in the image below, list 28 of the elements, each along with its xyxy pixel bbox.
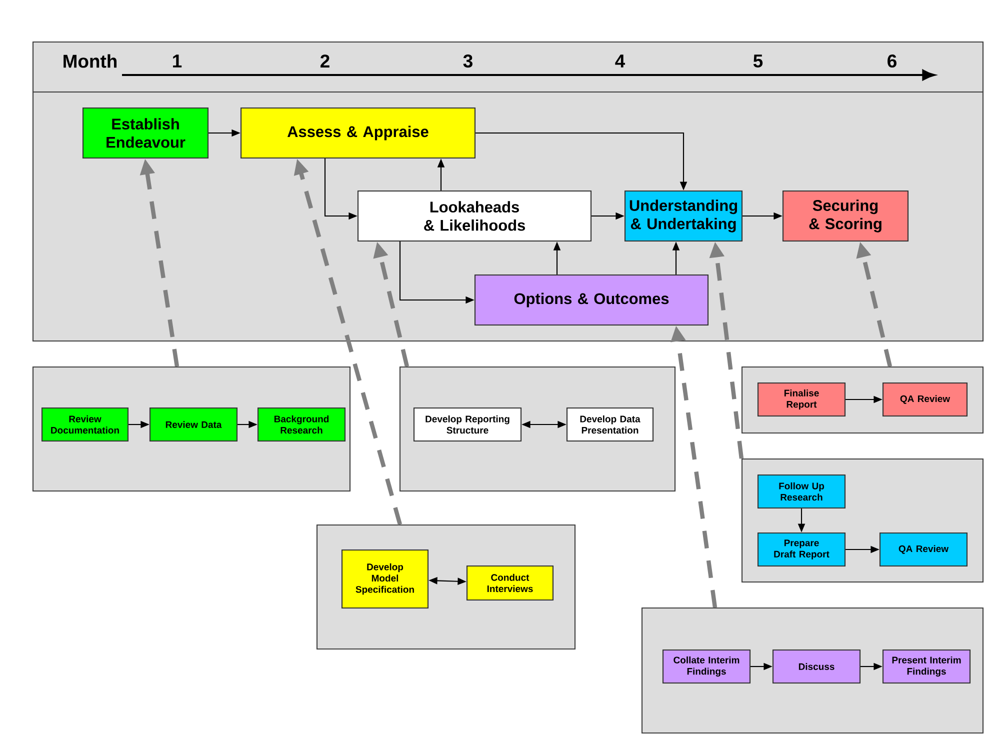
task-box: QA Review bbox=[882, 382, 968, 417]
task-box: Collate Interim Findings bbox=[662, 649, 751, 684]
task-box: Develop Model Specification bbox=[341, 549, 429, 609]
task-box: Background Research bbox=[257, 407, 346, 442]
task-box: Review Documentation bbox=[41, 407, 129, 442]
task-box: Review Data bbox=[149, 407, 238, 442]
month-number: 6 bbox=[888, 54, 896, 68]
stage-box: Understanding & Undertaking bbox=[624, 190, 743, 242]
month-number: 1 bbox=[173, 54, 182, 68]
task-box: QA Review bbox=[879, 532, 968, 567]
task-box: Prepare Draft Report bbox=[757, 532, 846, 567]
stage-box: Options & Outcomes bbox=[474, 274, 709, 326]
stage-box: Securing & Scoring bbox=[782, 190, 909, 242]
task-box: Develop Reporting Structure bbox=[413, 407, 522, 442]
task-box: Conduct Interviews bbox=[466, 565, 554, 601]
month-number: 3 bbox=[463, 54, 472, 68]
stage-box: Lookaheads & Likelihoods bbox=[357, 190, 592, 242]
month-number: 5 bbox=[753, 54, 763, 68]
task-box: Discuss bbox=[772, 649, 861, 684]
task-box: Finalise Report bbox=[757, 382, 846, 417]
task-box: Present Interim Findings bbox=[882, 649, 971, 684]
axis-title: Month bbox=[64, 54, 117, 68]
task-box: Develop Data Presentation bbox=[566, 407, 654, 442]
month-number: 2 bbox=[320, 54, 330, 68]
month-number: 4 bbox=[615, 54, 626, 68]
task-box: Follow Up Research bbox=[757, 474, 846, 509]
stage-box: Establish Endeavour bbox=[82, 107, 209, 159]
stage-box: Assess & Appraise bbox=[240, 107, 476, 159]
